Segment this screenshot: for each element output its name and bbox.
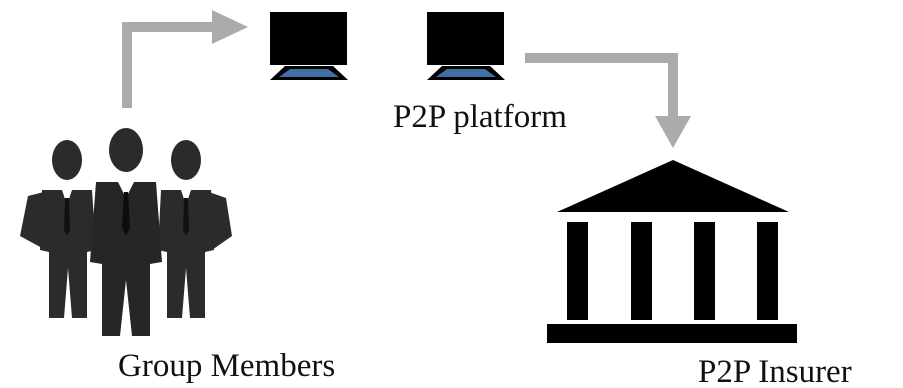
person-center-icon: [90, 128, 162, 336]
group-members-label: Group Members: [118, 348, 336, 384]
people-group-icon: [20, 128, 232, 336]
arrow-platform-to-insurer: [525, 53, 691, 148]
monitor-icon: [427, 12, 505, 80]
monitor-icon: [270, 12, 348, 80]
arrow-members-to-platform: [122, 10, 248, 108]
insurer-label: P2P Insurer: [698, 354, 852, 388]
bank-building-icon: [547, 160, 797, 343]
platform-label: P2P platform: [393, 99, 567, 135]
person-right-icon: [158, 140, 232, 318]
person-left-icon: [20, 140, 96, 318]
